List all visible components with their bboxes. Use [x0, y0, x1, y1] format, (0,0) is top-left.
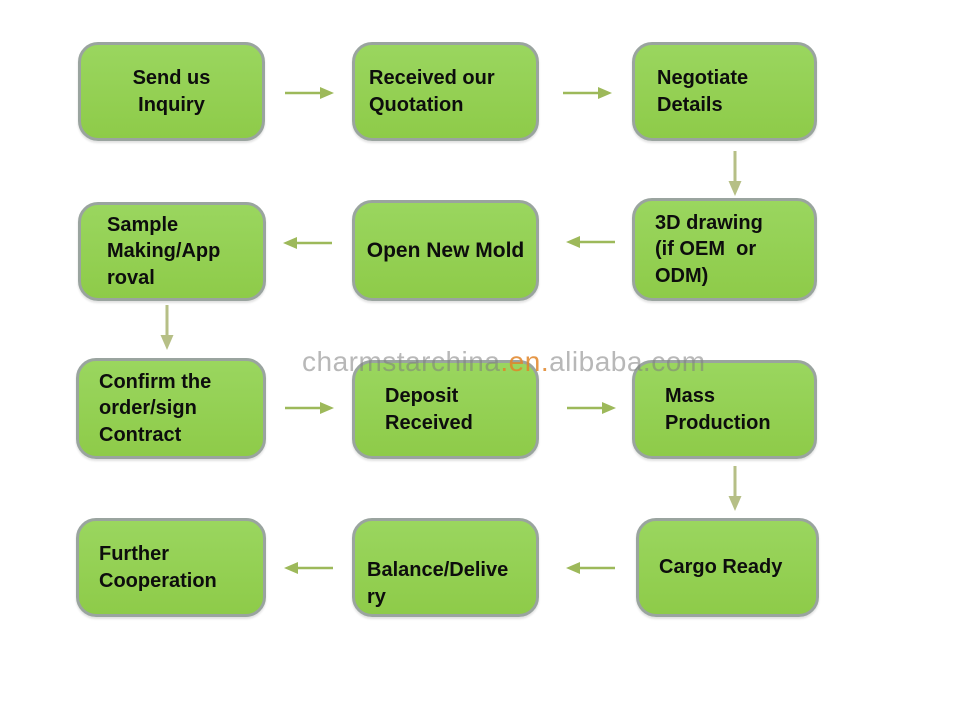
node-label: Cargo Ready	[659, 556, 783, 579]
node-send-us-inquiry: Send us Inquiry	[78, 42, 265, 141]
node-label: Open New Mold	[366, 238, 525, 262]
node-label: Sample Making/App roval	[107, 213, 221, 289]
arrow-left-icon	[566, 562, 615, 574]
node-label: Deposit Received	[385, 385, 473, 434]
node-received-our-quotation: Received our Quotation	[352, 42, 539, 141]
node-label: Confirm the order/sign Contract	[99, 370, 212, 446]
node-mass-production: Mass Production	[632, 360, 817, 459]
node-3d-drawing: 3D drawing (if OEM or ODM)	[632, 198, 817, 301]
node-label: Further Cooperation	[99, 543, 217, 592]
arrow-right-icon	[285, 402, 334, 414]
node-negotiate-details: Negotiate Details	[632, 42, 817, 141]
arrow-down-icon	[728, 151, 742, 196]
arrow-right-icon	[563, 87, 612, 99]
arrow-left-icon	[284, 562, 333, 574]
node-label: Received our Quotation	[369, 67, 495, 116]
node-deposit-received: Deposit Received	[352, 360, 539, 459]
node-confirm-order-sign-contract: Confirm the order/sign Contract	[76, 358, 266, 459]
arrow-down-icon	[160, 305, 174, 350]
arrow-right-icon	[567, 402, 616, 414]
arrow-right-icon	[285, 87, 334, 99]
node-label: Send us Inquiry	[132, 67, 211, 116]
node-balance-delivery: Balance/Delive ry	[352, 518, 539, 617]
node-label: Balance/Delive ry	[367, 559, 509, 608]
node-further-cooperation: Further Cooperation	[76, 518, 266, 617]
arrow-down-icon	[728, 466, 742, 511]
arrow-left-icon	[283, 237, 332, 249]
node-label: 3D drawing (if OEM or ODM)	[655, 211, 763, 287]
node-label: Mass Production	[665, 385, 771, 434]
node-label: Negotiate Details	[657, 67, 749, 116]
arrow-left-icon	[566, 236, 615, 248]
node-cargo-ready: Cargo Ready	[636, 518, 819, 617]
node-open-new-mold: Open New Mold	[352, 200, 539, 301]
node-sample-making-approval: Sample Making/App roval	[78, 202, 266, 301]
